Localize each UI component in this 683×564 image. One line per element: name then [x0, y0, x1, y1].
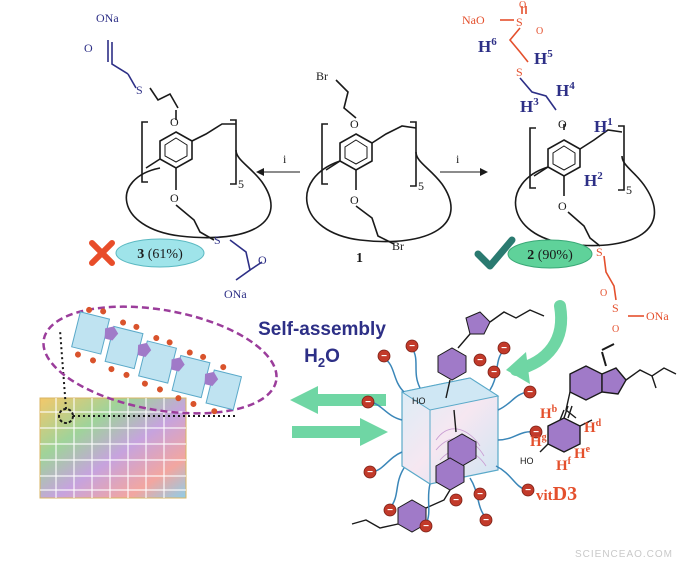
- o-label-center-upper: O: [350, 117, 359, 131]
- supramolecular-chain: [71, 306, 243, 415]
- proton-h4: H4: [556, 80, 575, 100]
- s-label-thioether-bottom: S: [596, 245, 603, 259]
- o-label-center-lower: O: [350, 193, 359, 207]
- o-label-right-lower: O: [558, 199, 567, 213]
- charge-4: −: [365, 397, 371, 408]
- reagent-left: i: [283, 152, 287, 166]
- proton-h2: H2: [584, 170, 603, 190]
- charge-7: −: [367, 467, 373, 478]
- sulfonate-charges: − − − − − − − − − − − − − − −: [361, 339, 543, 533]
- pillararene-product-2: [500, 6, 656, 317]
- charge-10: −: [483, 515, 489, 526]
- yield-pill-2: [507, 239, 593, 269]
- charge-5: −: [527, 387, 533, 398]
- o-label-sulfonate-top: O: [519, 0, 526, 11]
- charge-14: −: [477, 489, 483, 500]
- nao-label: NaO: [462, 13, 485, 27]
- host-guest-complex: HO: [351, 309, 545, 533]
- br-label-top: Br: [316, 69, 328, 83]
- proton-h1: H1: [594, 116, 613, 136]
- n-five-right: 5: [626, 183, 632, 197]
- s-label-sulfonate-bottom: S: [612, 301, 619, 315]
- br-label-bottom: Br: [392, 239, 404, 253]
- s-label-thioether-top: S: [516, 65, 523, 79]
- reagent-right: i: [456, 152, 460, 166]
- proton-hb: Hb: [540, 404, 558, 422]
- charge-8: −: [387, 505, 393, 516]
- watermark: SCIENCEAO.COM: [574, 549, 673, 560]
- proton-he: He: [574, 444, 591, 462]
- o-label-right-upper: O: [558, 117, 567, 131]
- charge-9: −: [423, 521, 429, 532]
- o-label-left-lower: O: [170, 191, 179, 205]
- vitamin-d3-structure: [539, 343, 677, 453]
- proton-h3: H3: [520, 96, 539, 116]
- ona-label-bottom-left: ONa: [224, 287, 247, 301]
- proton-h5: H5: [534, 48, 553, 68]
- charge-15: −: [453, 495, 459, 506]
- compound-1-label: 1: [356, 251, 363, 266]
- charge-13: −: [491, 367, 497, 378]
- o-label-sulfonate-top-2: O: [536, 26, 543, 37]
- curved-arrow-head: [506, 352, 530, 384]
- o-label-left-upper: O: [170, 115, 179, 129]
- yield-2: 2 (90%): [527, 248, 573, 263]
- yield-3: 3 (61%): [137, 247, 183, 262]
- o-label-sulfonate-bottom-2: O: [612, 324, 619, 335]
- checkmark-icon: [474, 236, 516, 270]
- o-label-sulfonate-bottom: O: [600, 288, 607, 299]
- assembly-zoom-ellipse: [42, 305, 278, 415]
- charge-6: −: [533, 427, 539, 438]
- pillararene-product-3: [107, 40, 272, 281]
- ho-label-vitd3: HO: [520, 456, 534, 466]
- s-label-top-left: S: [136, 83, 143, 97]
- charge-2: −: [409, 341, 415, 352]
- water-label: H2O: [304, 346, 340, 370]
- charge-11: −: [525, 485, 531, 496]
- pillararene-compound-1: [305, 79, 452, 245]
- ho-label-complex: HO: [412, 396, 426, 406]
- n-five-left: 5: [238, 177, 244, 191]
- o-label-bottom-left: O: [258, 253, 267, 267]
- ona-label-bottom-right: ONa: [646, 309, 669, 323]
- proton-h6: H6: [478, 36, 497, 56]
- proton-hg: Hg: [530, 432, 547, 450]
- charge-1: −: [381, 351, 387, 362]
- n-five-center: 5: [418, 179, 424, 193]
- o-label-top-left: O: [84, 41, 93, 55]
- proton-hd: Hd: [584, 418, 602, 436]
- vitd3-label: vitD3: [536, 483, 577, 505]
- charge-12: −: [477, 355, 483, 366]
- charge-3: −: [501, 343, 507, 354]
- proton-hf: Hf: [556, 456, 572, 474]
- self-assembly-label: Self-assembly: [258, 319, 386, 340]
- woven-material-illustration: [39, 397, 187, 499]
- zoom-line-left: [59, 329, 67, 410]
- cross-icon: [89, 240, 115, 266]
- s-label-sulfonate-top: S: [516, 15, 523, 29]
- equilibrium-arrows: [290, 386, 388, 446]
- s-label-bottom-left: S: [214, 233, 221, 247]
- ona-label-top-left: ONa: [96, 11, 119, 25]
- yield-pill-3: [115, 238, 205, 268]
